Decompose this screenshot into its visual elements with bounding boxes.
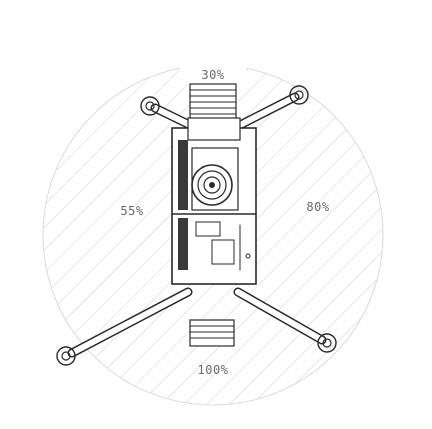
capacity-label-rear: 100% <box>198 363 229 377</box>
outrigger-front-left <box>140 96 195 130</box>
machine-body <box>171 117 257 285</box>
front-track <box>189 83 237 121</box>
outrigger-rear-right <box>233 287 337 353</box>
capacity-label-front: 30% <box>201 68 224 82</box>
rear-track <box>189 319 235 347</box>
capacity-label-right: 80% <box>306 200 329 214</box>
slewing-ring <box>191 164 233 206</box>
capacity-label-left: 55% <box>120 204 143 218</box>
outrigger-rear-left <box>56 287 193 366</box>
outrigger-front-right <box>235 85 309 130</box>
